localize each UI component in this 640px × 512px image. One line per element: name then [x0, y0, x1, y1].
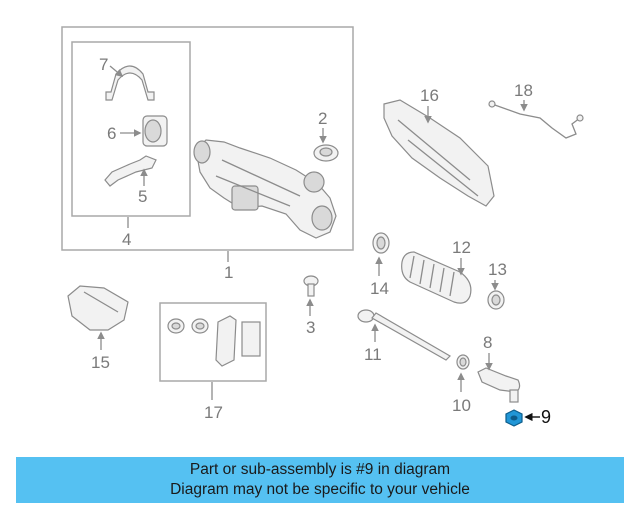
seal-ring-part-2 — [313, 144, 339, 162]
bolt-part-3 — [303, 275, 319, 297]
tie-rod-part-11 — [357, 309, 451, 361]
label-part-14: 14 — [370, 279, 389, 298]
label-part-13: 13 — [488, 260, 507, 279]
label-part-2: 2 — [318, 109, 327, 128]
label-part-18: 18 — [514, 81, 533, 100]
label-part-15: 15 — [91, 353, 110, 372]
steering-gear-assembly — [193, 139, 337, 239]
clamp-part-13 — [487, 290, 505, 310]
label-part-16: 16 — [420, 86, 439, 105]
nut-part-10 — [456, 354, 470, 370]
subassembly-box-4 — [71, 41, 191, 217]
label-part-12: 12 — [452, 238, 471, 257]
label-part-10: 10 — [452, 396, 471, 415]
kit-contents-part-17 — [167, 315, 261, 367]
bushing-part-6 — [142, 115, 168, 147]
nut-part-9-highlighted[interactable] — [505, 409, 523, 427]
tie-rod-end-part-8 — [477, 367, 521, 403]
parts-diagram: 7 6 5 4 1 2 16 — [61, 26, 584, 427]
assembly-box-1 — [61, 26, 354, 251]
caption-banner: Part or sub-assembly is #9 in diagram Di… — [16, 457, 624, 503]
label-part-4: 4 — [122, 230, 131, 249]
label-part-9: 9 — [541, 407, 551, 427]
leader-part-7 — [109, 65, 124, 77]
label-part-6: 6 — [107, 124, 116, 143]
label-part-5: 5 — [138, 187, 147, 206]
label-part-17: 17 — [204, 403, 223, 422]
mount-plate-part-5 — [104, 155, 157, 187]
caption-line-1: Part or sub-assembly is #9 in diagram — [189, 461, 451, 478]
label-part-3: 3 — [306, 318, 315, 337]
boot-part-12 — [401, 251, 472, 304]
caption-line-2: Diagram may not be specific to your vehi… — [170, 481, 470, 498]
cover-part-15 — [67, 285, 129, 331]
label-part-7: 7 — [99, 55, 108, 74]
clamp-part-14 — [372, 232, 390, 254]
label-part-11: 11 — [364, 345, 382, 364]
label-part-1: 1 — [224, 263, 233, 282]
label-part-8: 8 — [483, 333, 492, 352]
kit-box-part-17 — [159, 302, 267, 382]
fluid-line-part-18 — [488, 100, 584, 139]
heat-shield-part-16 — [383, 99, 495, 207]
bracket-clamp-part-7 — [105, 65, 155, 101]
